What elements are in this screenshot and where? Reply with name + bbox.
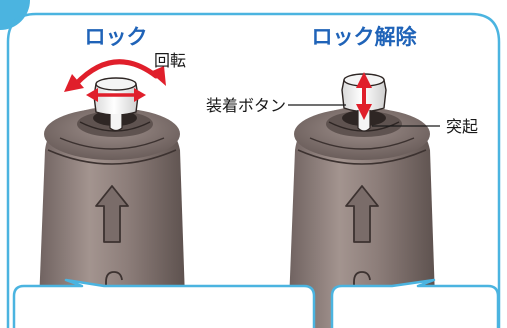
- panel-frame: [6, 12, 501, 328]
- device-left: [38, 77, 186, 328]
- lock-title: ロック: [85, 25, 148, 49]
- push-arrow-icon: [356, 72, 372, 120]
- protrusion-label: 突起: [446, 117, 478, 136]
- rotate-arrow-icon: [64, 59, 166, 102]
- step-badge: [0, 0, 30, 30]
- callout-right: [330, 278, 500, 328]
- callout-left: [12, 278, 316, 328]
- device-right: [288, 73, 436, 328]
- mount-button-label: 装着ボタン: [206, 96, 286, 115]
- rotate-label: 回転: [154, 51, 186, 70]
- unlock-title: ロック解除: [312, 25, 418, 49]
